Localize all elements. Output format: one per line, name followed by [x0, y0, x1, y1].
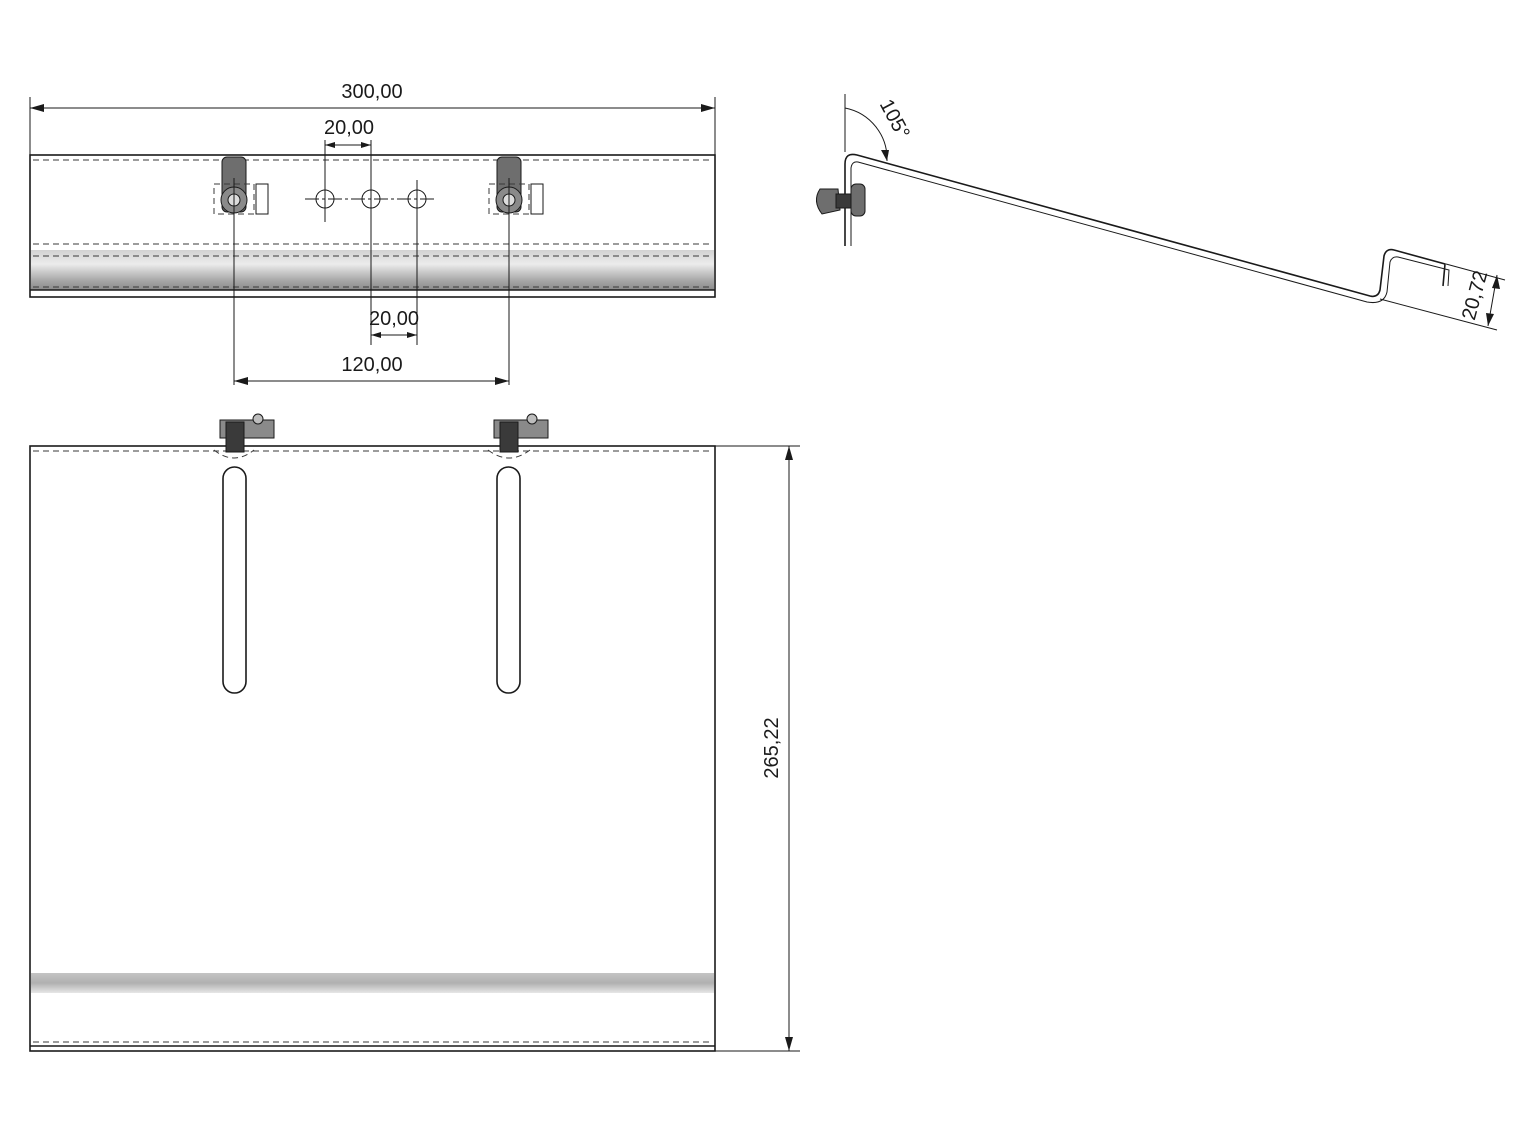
dim-hole-spacing-bottom: 20,00 [369, 308, 419, 338]
dim-lip-height: 20,72 [1379, 263, 1506, 331]
top-view: 300,00 20,00 20,00 120,00 [29, 81, 716, 385]
dim-hole-spacing-bottom-label: 20,00 [369, 308, 419, 330]
clamp-right-front [487, 413, 549, 459]
slot-right [496, 466, 521, 694]
front-view: 265,22 [29, 413, 800, 1052]
clamp-left-front [213, 413, 275, 459]
side-clamp [816, 183, 866, 217]
dim-overall-width-label: 300,00 [341, 81, 402, 103]
side-view: 105° 20,72 [816, 94, 1506, 331]
dim-slot-spacing-label: 120,00 [341, 354, 402, 376]
front-view-rib [31, 973, 714, 993]
dim-overall-width: 300,00 [30, 81, 715, 112]
front-view-plate [29, 445, 716, 1052]
dim-slot-spacing: 120,00 [234, 354, 509, 385]
dim-angle-label: 105° [875, 96, 914, 143]
clamp-left-top [213, 156, 269, 215]
dim-angle: 105° [844, 94, 914, 162]
slot-left [222, 466, 247, 694]
dim-height-label: 265,22 [761, 717, 783, 778]
side-profile [844, 153, 1446, 298]
dim-height: 265,22 [715, 445, 800, 1052]
dim-hole-spacing-top-label: 20,00 [324, 117, 374, 139]
top-view-lip [31, 250, 714, 290]
clamp-right-top [488, 156, 544, 215]
top-view-plate [29, 154, 716, 298]
dim-hole-spacing-top: 20,00 [324, 117, 374, 148]
